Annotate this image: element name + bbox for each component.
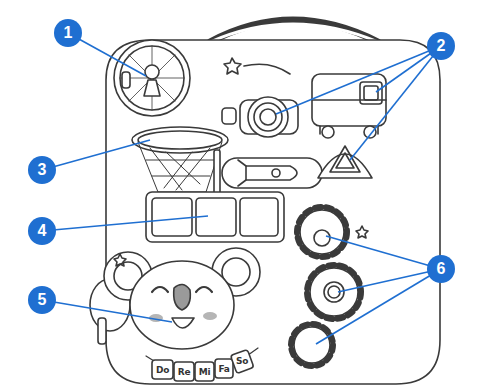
leader-lines: [42, 300, 172, 322]
key-label: Re: [178, 367, 190, 377]
callout-circles: [28, 217, 56, 245]
callout-circles: [28, 156, 56, 184]
callout-number: 2: [437, 37, 446, 55]
fan: [145, 65, 159, 79]
piano-keys: [174, 362, 194, 381]
camera-lens: [260, 109, 276, 125]
fan: [122, 72, 130, 88]
board-outline: [210, 20, 378, 42]
gears: [294, 327, 330, 363]
koala-face: [114, 254, 126, 266]
koala-face: [90, 248, 260, 349]
triangle-shape: [318, 146, 372, 178]
key-label: So: [236, 356, 248, 366]
gears: [307, 265, 361, 319]
shooting-star: [244, 64, 290, 74]
shooting-star: [224, 58, 241, 74]
camera-lens: [254, 103, 282, 131]
fan: [144, 80, 160, 96]
callout-number: 1: [64, 24, 73, 42]
camera-lens: [222, 97, 298, 137]
sliding-boxes: [152, 198, 192, 236]
fan: [120, 46, 184, 110]
key-label: Fa: [218, 364, 229, 374]
callout-circles: [427, 32, 455, 60]
callout-circles: [54, 19, 82, 47]
gears: [291, 207, 368, 366]
sliding-boxes: [146, 192, 284, 242]
camera-lens: [222, 108, 236, 124]
rocket-slider: [222, 158, 322, 188]
callout-number: 4: [38, 222, 47, 240]
train: [322, 126, 334, 138]
triangle-shape: [336, 153, 354, 168]
leader-lines: [316, 269, 441, 344]
callout-circles: [28, 286, 56, 314]
callout-number: 3: [38, 161, 47, 179]
piano-keys: [152, 360, 173, 379]
camera-lens: [248, 97, 288, 137]
koala-face: [130, 261, 234, 349]
leader-lines: [42, 33, 441, 344]
rocket-slider: [246, 166, 297, 180]
gears: [356, 226, 368, 238]
gears: [310, 268, 358, 316]
board-outline: [106, 40, 440, 384]
key-label: Do: [156, 365, 169, 375]
triangle-shape: [330, 146, 360, 172]
callout-number: 6: [437, 260, 446, 278]
sliding-boxes: [240, 198, 278, 236]
leader-lines: [42, 140, 150, 170]
shooting-star: [224, 58, 290, 74]
leader-lines: [42, 216, 208, 231]
key-label: Mi: [199, 367, 210, 377]
piano-keys: [215, 359, 233, 378]
koala-face: [174, 284, 191, 310]
callout-number: 5: [38, 291, 47, 309]
board-outline: [106, 20, 440, 384]
fan: [120, 46, 184, 110]
koala-face: [98, 318, 106, 344]
leader-lines: [338, 269, 441, 292]
sliding-boxes: [146, 192, 284, 242]
gears: [314, 230, 330, 246]
gears: [297, 207, 347, 257]
basketball-hoop: [138, 131, 222, 149]
koala-face: [172, 318, 194, 328]
fan: [114, 40, 190, 116]
rocket-slider: [272, 169, 280, 177]
gears: [300, 210, 344, 254]
basketball-hoop: [132, 127, 228, 194]
rocket-slider: [238, 160, 246, 186]
basketball-hoop: [214, 150, 220, 194]
leader-lines: [326, 236, 441, 269]
basketball-hoop: [132, 127, 228, 153]
train: [364, 86, 378, 100]
triangle-shape: [318, 154, 372, 178]
callout-circles: [28, 19, 455, 314]
piano-keys: [195, 362, 214, 381]
piano-keys: [230, 349, 253, 373]
leader-lines: [350, 46, 441, 160]
rocket-slider: [222, 158, 322, 188]
leader-lines: [276, 46, 441, 114]
gears: [291, 324, 333, 366]
koala-face: [203, 312, 217, 320]
piano-keys: [146, 348, 258, 381]
callout-circles: [427, 255, 455, 283]
basketball-hoop: [138, 142, 222, 192]
fan: [114, 40, 190, 116]
